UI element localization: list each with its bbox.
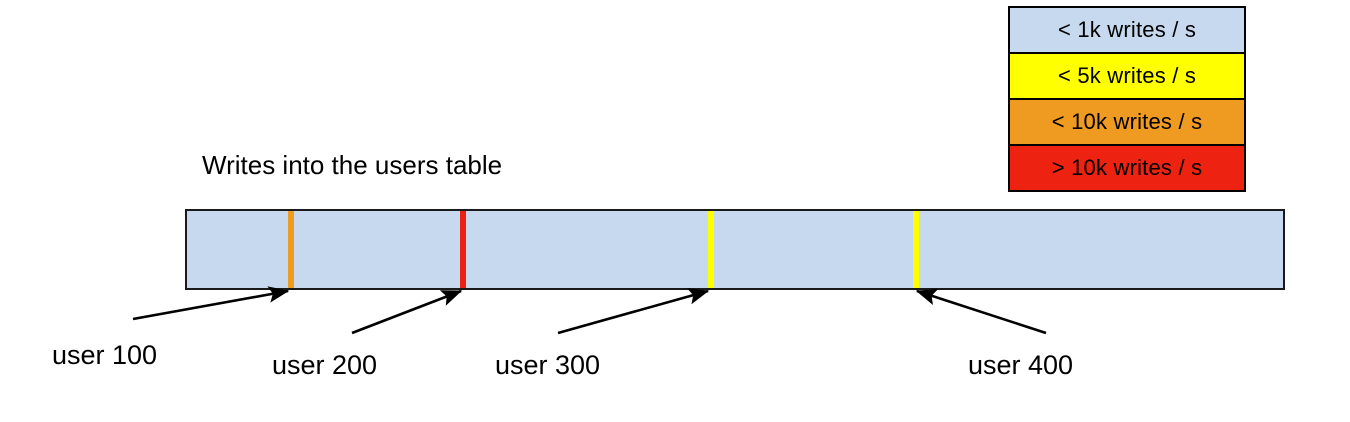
user-300-marker <box>708 211 714 288</box>
label-user-400: user 400 <box>968 350 1074 380</box>
legend-label-under-1k: < 1k writes / s <box>1057 17 1197 42</box>
arrow-user-400 <box>915 289 1047 335</box>
legend-row-over-10k: > 10k writes / s <box>1010 146 1244 190</box>
user-200-marker <box>460 211 466 288</box>
label-user-300: user 300 <box>495 350 601 380</box>
legend-row-under-1k: < 1k writes / s <box>1010 8 1244 54</box>
users-table-bar <box>185 209 1285 290</box>
legend-label-under-5k: < 5k writes / s <box>1057 63 1197 88</box>
writes-legend: < 1k writes / s < 5k writes / s < 10k wr… <box>1008 6 1246 192</box>
arrow-user-200 <box>351 289 463 335</box>
label-user-200: user 200 <box>272 350 378 380</box>
diagram-caption: Writes into the users table <box>202 150 503 180</box>
legend-label-under-10k: < 10k writes / s <box>1051 109 1203 134</box>
arrow-user-100 <box>132 286 290 321</box>
legend-label-over-10k: > 10k writes / s <box>1051 155 1203 180</box>
arrow-user-300 <box>557 288 710 335</box>
user-100-marker <box>288 211 294 288</box>
label-user-100: user 100 <box>52 340 158 370</box>
legend-row-under-5k: < 5k writes / s <box>1010 54 1244 100</box>
user-400-marker <box>913 211 919 288</box>
legend-row-under-10k: < 10k writes / s <box>1010 100 1244 146</box>
